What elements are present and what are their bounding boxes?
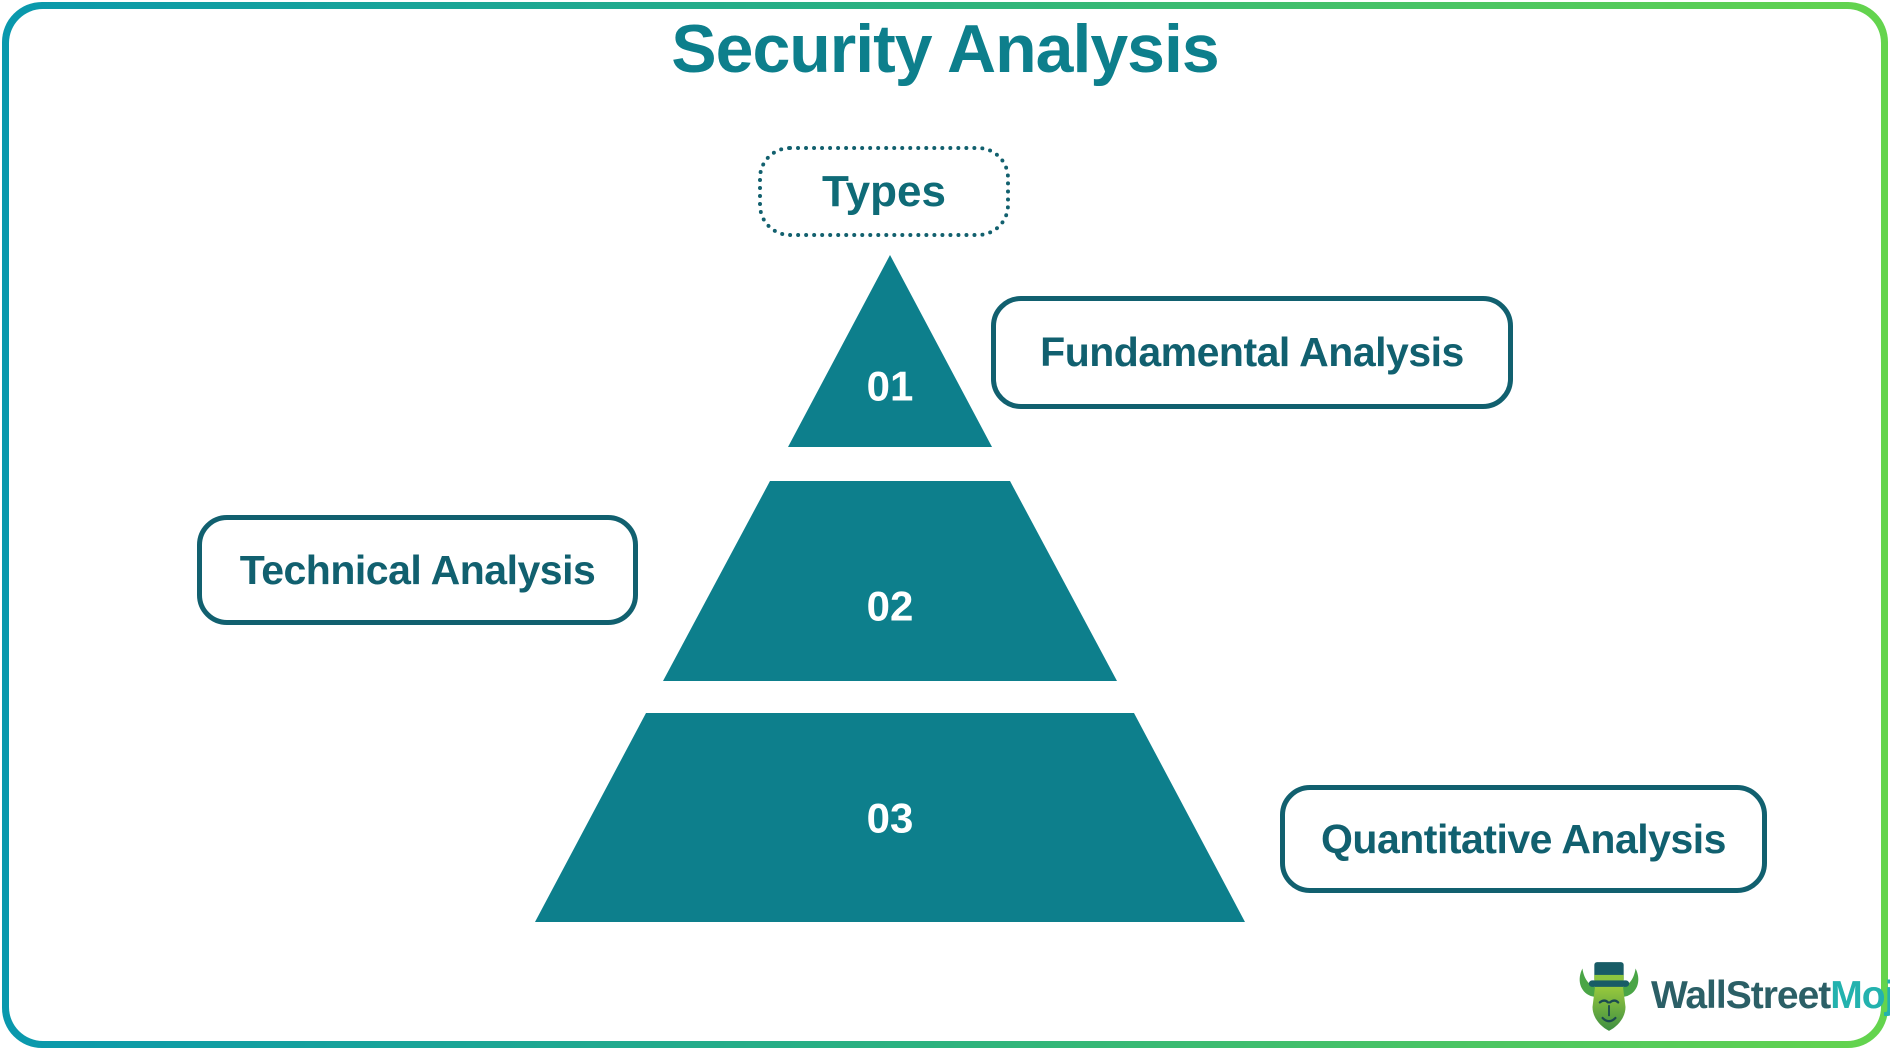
bull-with-top-hat-icon	[1579, 962, 1639, 1031]
pyramid-level-3-number: 03	[867, 795, 914, 842]
label-fundamental-analysis: Fundamental Analysis	[1040, 329, 1464, 375]
types-badge-label: Types	[822, 166, 946, 216]
pyramid-level-1-shape	[788, 255, 992, 447]
label-box-fundamental-analysis: Fundamental Analysis	[991, 296, 1513, 409]
logo-wallstreet-text: WallStreet	[1651, 974, 1831, 1017]
pyramid-level-2-number: 02	[867, 583, 914, 630]
pyramid-level-1-number: 01	[867, 363, 914, 410]
pyramid-level-2-shape	[663, 481, 1117, 681]
logo-wordmark: WallStreetMojo	[1651, 974, 1890, 1018]
label-box-quantitative-analysis: Quantitative Analysis	[1280, 785, 1767, 893]
page-title: Security Analysis	[671, 11, 1219, 87]
types-badge: Types	[758, 146, 1010, 237]
logo-mojo-text: Mojo	[1830, 974, 1890, 1017]
label-quantitative-analysis: Quantitative Analysis	[1321, 815, 1726, 862]
label-technical-analysis: Technical Analysis	[239, 546, 596, 593]
label-box-technical-analysis: Technical Analysis	[197, 515, 638, 625]
pyramid-level-3-shape	[535, 713, 1245, 922]
wallstreetmojo-logo: WallStreetMojo	[1576, 958, 1890, 1034]
